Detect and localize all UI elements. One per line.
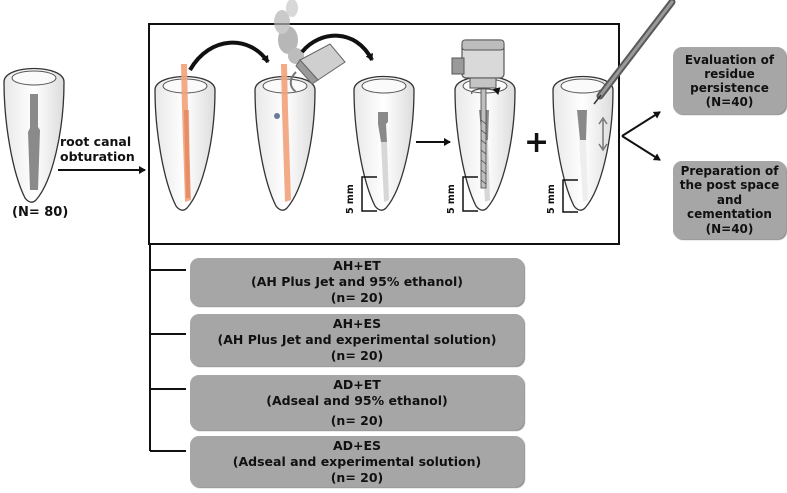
tooth-irrigation [552, 75, 614, 211]
outcome-preparation-line: the post space [679, 178, 780, 193]
heat-carrier-instrument-icon [289, 43, 346, 93]
group-ad-es-box: AD+ES (Adseal and experimental solution)… [190, 436, 524, 487]
plus-sign: + [524, 125, 550, 160]
outcome-preparation-line: cementation [687, 207, 772, 222]
outcome-evaluation-line: residue [704, 66, 755, 81]
arrow-to-evaluation [621, 111, 661, 137]
step-label-line-2: obturation [60, 149, 135, 164]
group-ad-et-line: (n= 20) [330, 412, 384, 428]
group-ad-es-line: AD+ES [332, 437, 382, 453]
procedure-frame [148, 23, 620, 245]
group-ah-et-line: (n= 20) [330, 290, 384, 305]
curved-arrow-1 [188, 40, 270, 72]
step-label: root canal obturation [60, 134, 135, 164]
scale-bar-1 [361, 176, 377, 212]
tooth-initial [3, 67, 65, 203]
group-ad-et-box: AD+ET (Adseal and 95% ethanol) (n= 20) [190, 375, 524, 430]
groups-bracket [149, 244, 186, 452]
outcome-evaluation-line: (N=40) [705, 94, 754, 109]
outcome-preparation-line: and [716, 192, 743, 207]
group-ah-es-line: AH+ES [332, 316, 382, 331]
step-label-line-1: root canal [60, 134, 132, 149]
tooth-obturated [154, 64, 216, 211]
scale-label-1: 5 mm [345, 184, 356, 214]
scale-label-2: 5 mm [446, 184, 457, 214]
scale-bar-3 [562, 179, 578, 213]
group-ad-et-line: AD+ET [333, 376, 381, 392]
tooth-heat-removal [254, 64, 316, 211]
outcome-evaluation-box: Evaluation of residue persistence (N=40) [673, 47, 786, 114]
smoke-icon [274, 0, 304, 64]
outcome-evaluation-line: Evaluation of [684, 52, 775, 67]
group-ad-es-line: (Adseal and experimental solution) [232, 453, 482, 469]
group-ah-es-line: (n= 20) [330, 348, 384, 363]
outcome-evaluation-line: persistence [690, 80, 769, 95]
arrow-to-preparation [621, 135, 661, 161]
outcome-preparation-line: Preparation of [680, 163, 779, 178]
group-ah-et-box: AH+ET (AH Plus Jet and 95% ethanol) (n= … [190, 258, 524, 306]
sample-size-label: (N= 80) [12, 205, 69, 220]
group-ah-et-line: AH+ET [333, 258, 381, 273]
drill-icon [451, 39, 505, 189]
curved-arrow-2 [300, 33, 374, 61]
group-ah-et-line: (AH Plus Jet and 95% ethanol) [251, 274, 463, 289]
group-ad-es-line: (n= 20) [330, 469, 384, 485]
scale-label-3: 5 mm [546, 184, 557, 214]
outcome-preparation-box: Preparation of the post space and cement… [673, 161, 786, 239]
outcome-preparation-line: (N=40) [705, 221, 754, 236]
group-ah-es-line: (AH Plus Jet and experimental solution) [217, 332, 497, 347]
group-ah-es-box: AH+ES (AH Plus Jet and experimental solu… [190, 314, 524, 366]
syringe-icon [593, 0, 676, 105]
scale-bar-2 [462, 176, 478, 212]
group-ad-et-line: (Adseal and 95% ethanol) [266, 392, 448, 408]
tooth-partial-removal [353, 75, 415, 211]
